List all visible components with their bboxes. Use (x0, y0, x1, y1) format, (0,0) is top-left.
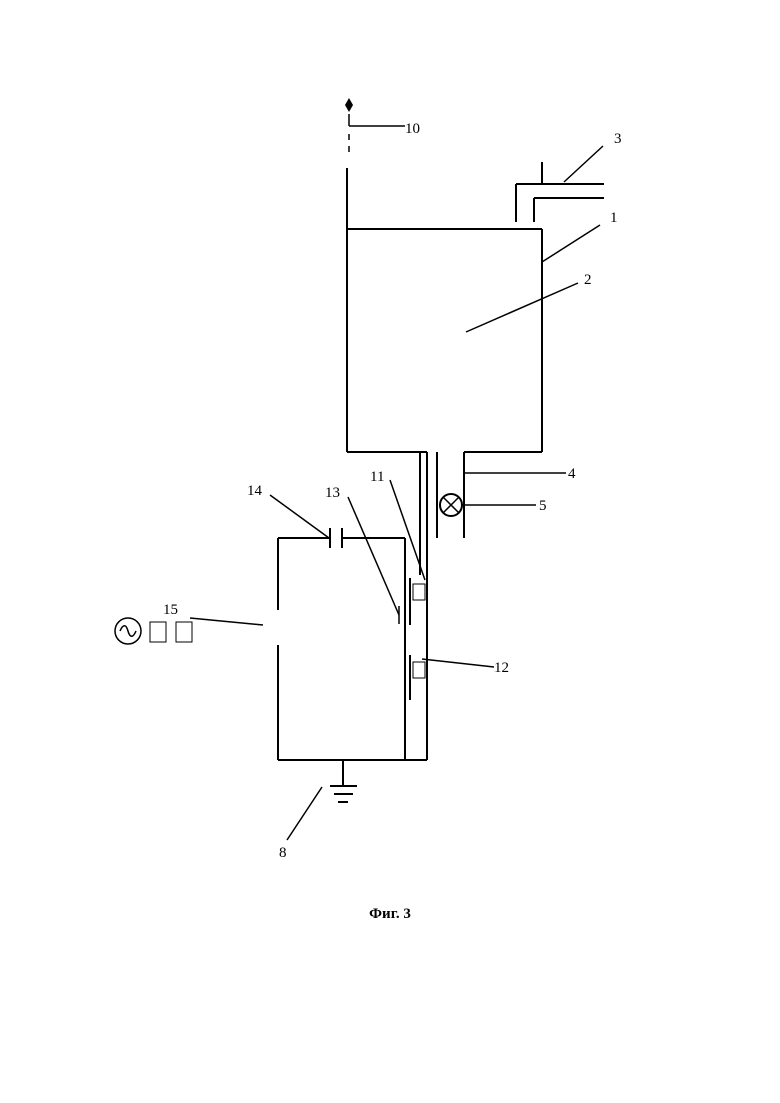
glyph-box-1 (150, 622, 166, 642)
vessel (347, 168, 542, 452)
label-14: 14 (247, 483, 263, 499)
label-10: 10 (405, 121, 420, 137)
glyph-box-2 (176, 622, 192, 642)
label-4: 4 (568, 466, 576, 482)
label-1: 1 (610, 210, 618, 226)
label-2: 2 (584, 272, 592, 288)
electrode-block-upper (413, 584, 425, 600)
valve-icon (440, 494, 462, 516)
label-12: 12 (494, 660, 509, 676)
vent-tip-icon (345, 98, 353, 112)
electrode-assembly (399, 538, 425, 760)
capacitor-icon (330, 528, 342, 548)
label-13: 13 (325, 485, 340, 501)
ground-icon (330, 760, 357, 802)
label-11: 11 (370, 469, 384, 485)
figure-caption: Фиг. 3 (369, 906, 411, 922)
inlet-pipe (516, 162, 604, 222)
label-3: 3 (614, 131, 622, 147)
label-15: 15 (163, 602, 178, 618)
vent-line (345, 98, 353, 152)
ac-source-icon (115, 618, 192, 644)
electrode-block-lower (413, 662, 425, 678)
label-8: 8 (279, 845, 287, 861)
label-5: 5 (539, 498, 547, 514)
